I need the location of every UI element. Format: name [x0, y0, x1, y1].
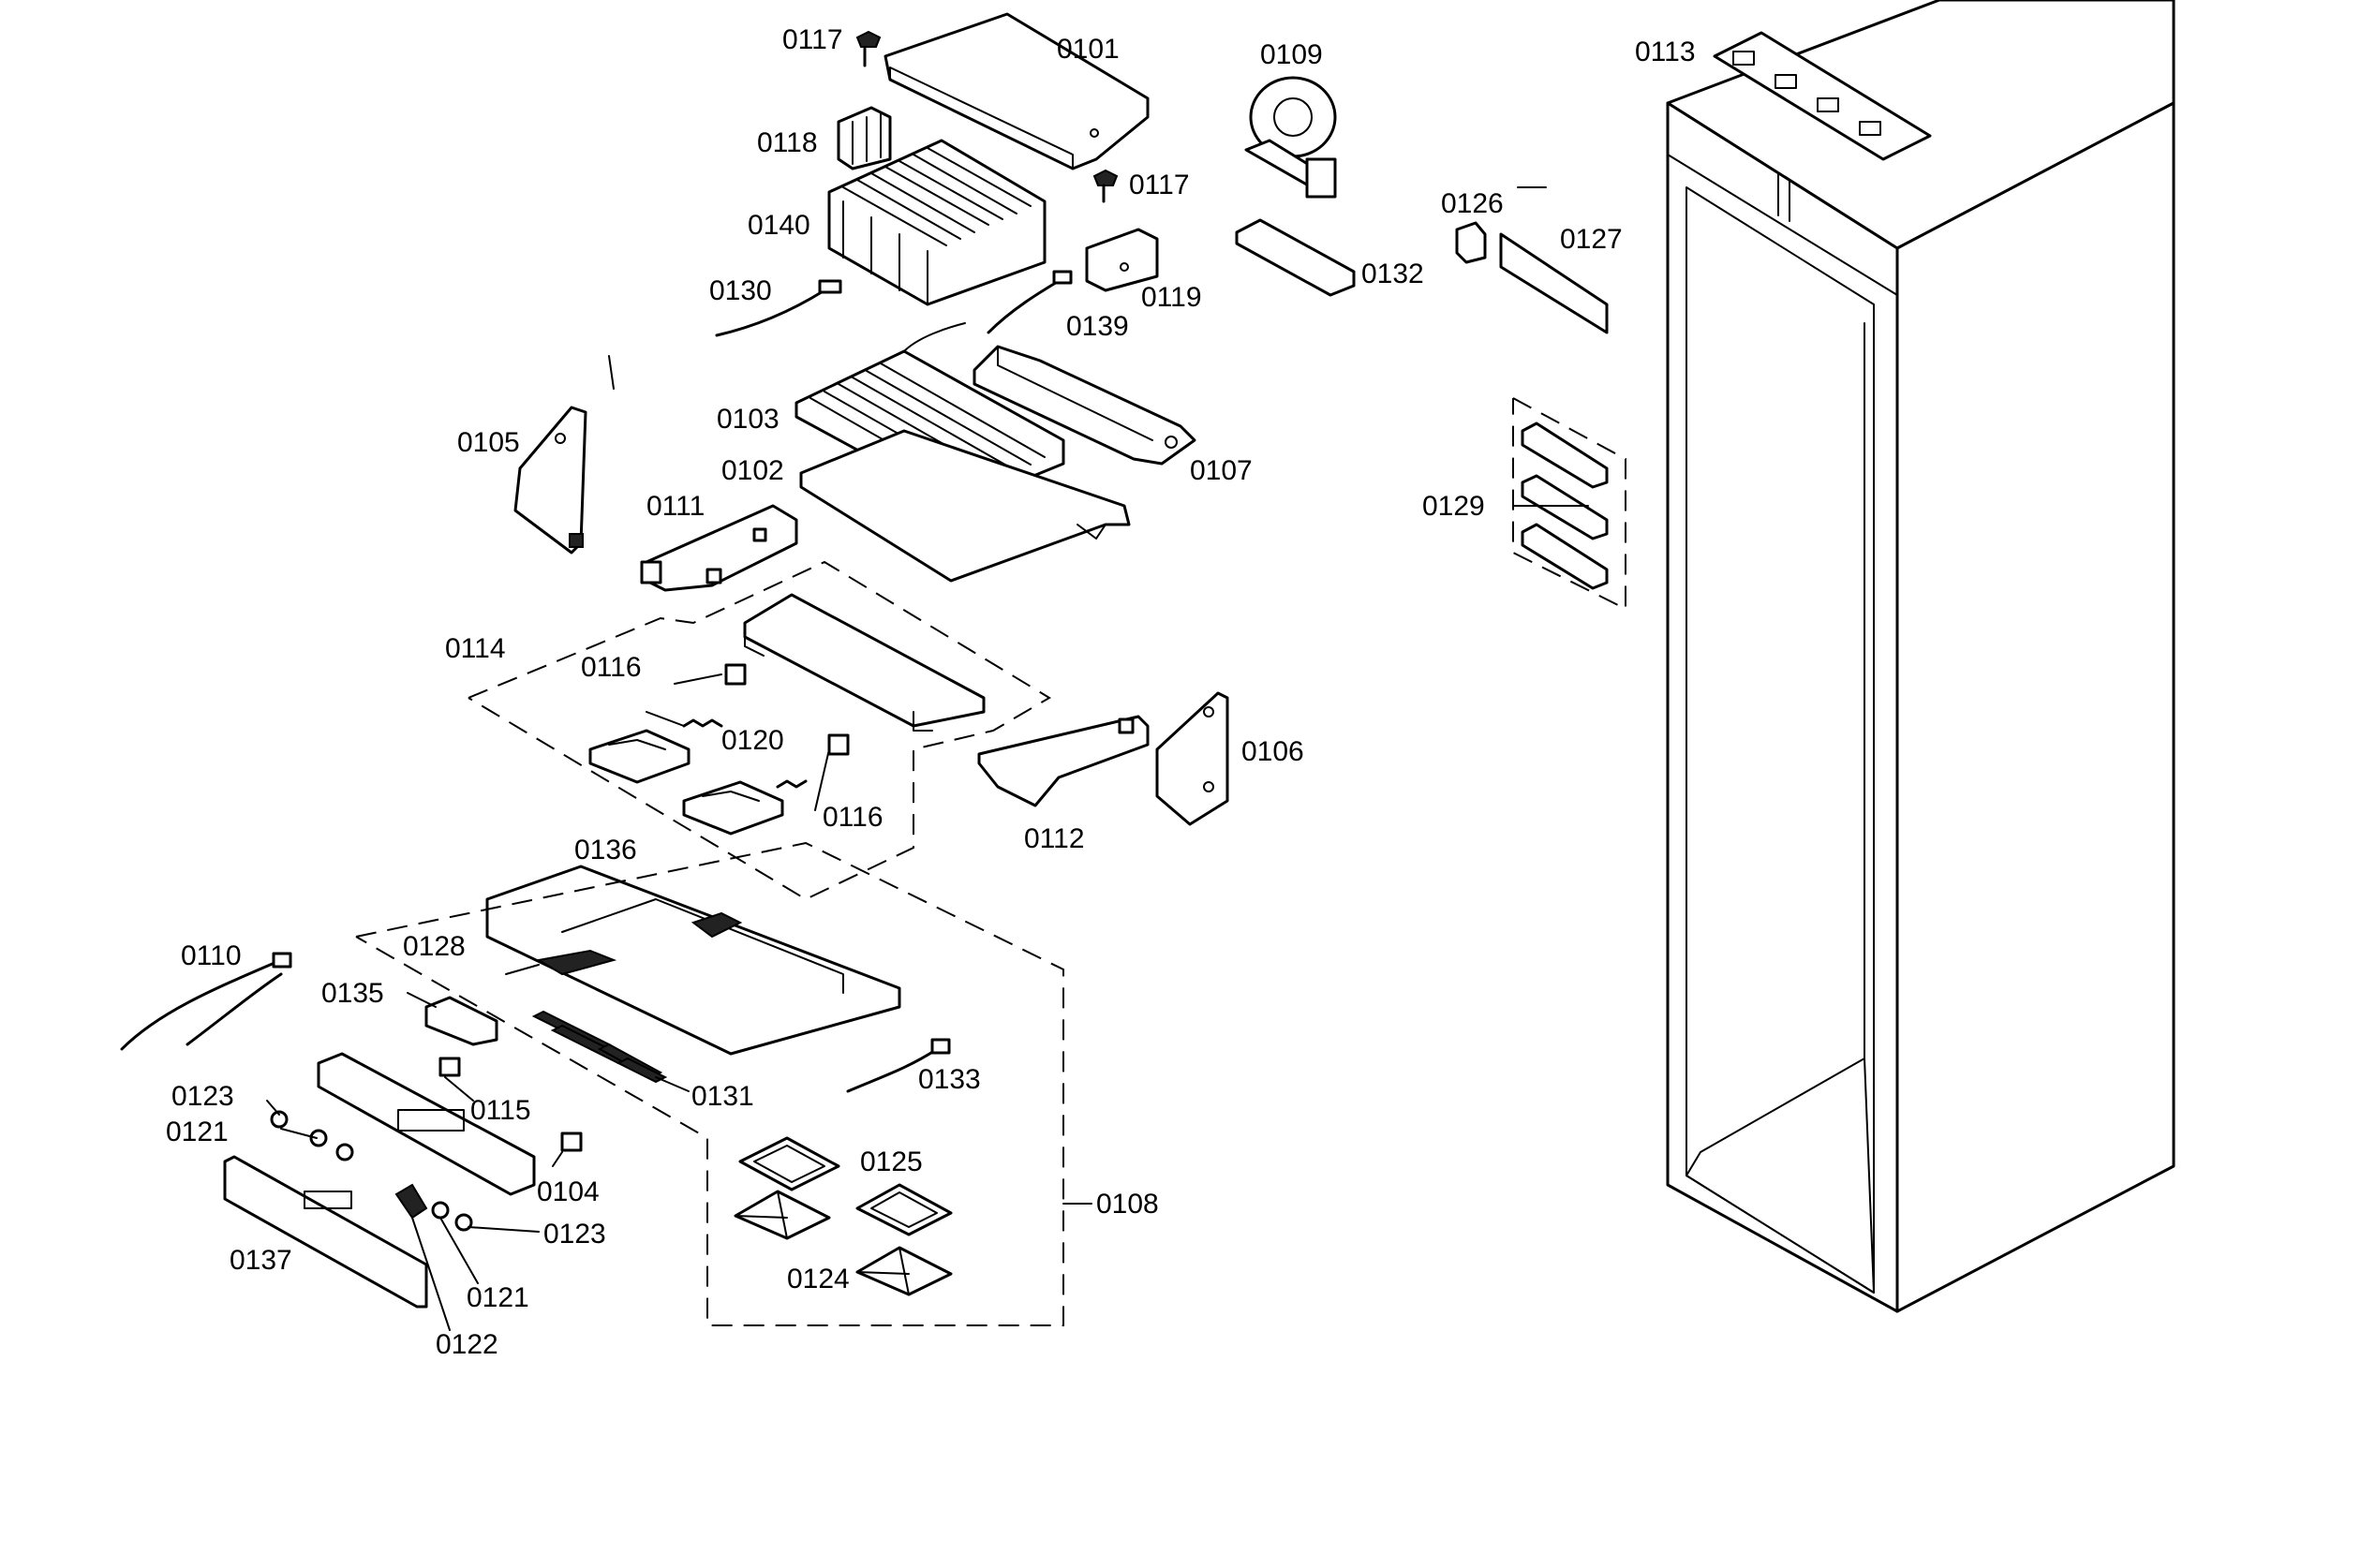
spring-part-0120 — [682, 718, 808, 789]
bracket-part-0111 — [640, 504, 798, 592]
housing-part-0114 — [468, 560, 1051, 901]
clip-part-0119 — [1085, 228, 1159, 292]
callout-0127: 0127 — [1560, 224, 1623, 255]
bracket-part-0105 — [513, 406, 587, 555]
pad-parts — [734, 1136, 953, 1296]
callout-0119: 0119 — [1141, 282, 1202, 313]
callout-0137: 0137 — [230, 1245, 292, 1276]
strips-part-0129 — [1512, 397, 1626, 611]
fan-part-0109 — [1244, 76, 1337, 199]
callout-0121: 0121 — [166, 1117, 229, 1147]
handle-part-0132 — [1235, 218, 1356, 297]
bracket-part-0106 — [1155, 691, 1229, 826]
leader-lines — [266, 186, 1589, 1331]
cone-parts — [588, 729, 784, 836]
callout-0102: 0102 — [721, 455, 784, 486]
cabinet-part-0113 — [1666, 0, 2176, 1313]
callout-0131: 0131 — [691, 1081, 754, 1112]
panel-part-0127 — [1499, 232, 1609, 334]
board-part-0104 — [317, 1052, 583, 1196]
faceplate-part-0137 — [223, 1155, 428, 1309]
fastener-parts — [270, 1110, 473, 1232]
plate-part-0136 — [355, 841, 1064, 1326]
knob-part-0116 — [724, 663, 850, 756]
evaporator-part-0140 — [827, 139, 1047, 306]
callout-0135: 0135 — [321, 978, 384, 1009]
callout-0118: 0118 — [757, 127, 818, 158]
callout-0112: 0112 — [1024, 823, 1085, 854]
callout-0106: 0106 — [1241, 736, 1304, 767]
knob-part-0115 — [438, 1057, 461, 1077]
callout-0103: 0103 — [717, 404, 780, 435]
strips-part-0131 — [531, 1010, 668, 1084]
callout-0139: 0139 — [1066, 311, 1129, 342]
callout-0116: 0116 — [823, 802, 884, 833]
harness-part-0110 — [120, 952, 292, 1051]
callout-0109: 0109 — [1260, 39, 1323, 70]
callout-0122: 0122 — [436, 1329, 498, 1360]
callout-0124: 0124 — [787, 1264, 850, 1294]
callout-0105: 0105 — [457, 427, 520, 458]
callout-0121: 0121 — [467, 1282, 529, 1313]
callout-0123: 0123 — [171, 1081, 234, 1112]
callout-0132: 0132 — [1361, 259, 1424, 289]
callout-0117: 0117 — [782, 24, 843, 55]
callout-0123: 0123 — [543, 1219, 606, 1250]
callout-0110: 0110 — [181, 940, 242, 971]
wire-part-0133 — [846, 1038, 951, 1093]
sensor-part-0130 — [715, 279, 842, 337]
screw-part-0117 — [855, 30, 1119, 203]
callout-0108: 0108 — [1096, 1189, 1159, 1220]
callout-0111: 0111 — [646, 491, 705, 522]
callout-labels: 0117 0101 0109 0113 0118 0117 0140 0126 … — [166, 24, 1696, 1360]
callout-0136: 0136 — [574, 835, 637, 865]
callout-0104: 0104 — [537, 1176, 600, 1207]
callout-0140: 0140 — [748, 210, 810, 241]
block-part-0135 — [424, 996, 498, 1046]
tray-part-0102 — [799, 429, 1131, 583]
callout-0133: 0133 — [918, 1064, 981, 1095]
callout-0101: 0101 — [1057, 34, 1120, 65]
cover-part-0101 — [884, 12, 1150, 170]
callout-0114: 0114 — [445, 633, 506, 664]
callout-0120: 0120 — [721, 725, 784, 756]
callout-0125: 0125 — [860, 1146, 923, 1177]
callout-0126: 0126 — [1441, 188, 1504, 219]
wire-part-0139 — [987, 270, 1073, 334]
callout-0128: 0128 — [403, 931, 466, 962]
callout-0115: 0115 — [470, 1095, 531, 1126]
callout-0130: 0130 — [709, 275, 772, 306]
callout-0129: 0129 — [1422, 491, 1485, 522]
bracket-part-0112 — [977, 715, 1150, 807]
callout-0107: 0107 — [1190, 455, 1253, 486]
callout-0116: 0116 — [581, 652, 642, 683]
callout-0117: 0117 — [1129, 170, 1190, 200]
display-part-0128 — [536, 949, 617, 976]
switch-part-0126 — [1455, 221, 1487, 264]
duct-part-0107 — [973, 345, 1196, 466]
callout-0113: 0113 — [1635, 37, 1696, 67]
bracket-part-0118 — [837, 106, 892, 170]
